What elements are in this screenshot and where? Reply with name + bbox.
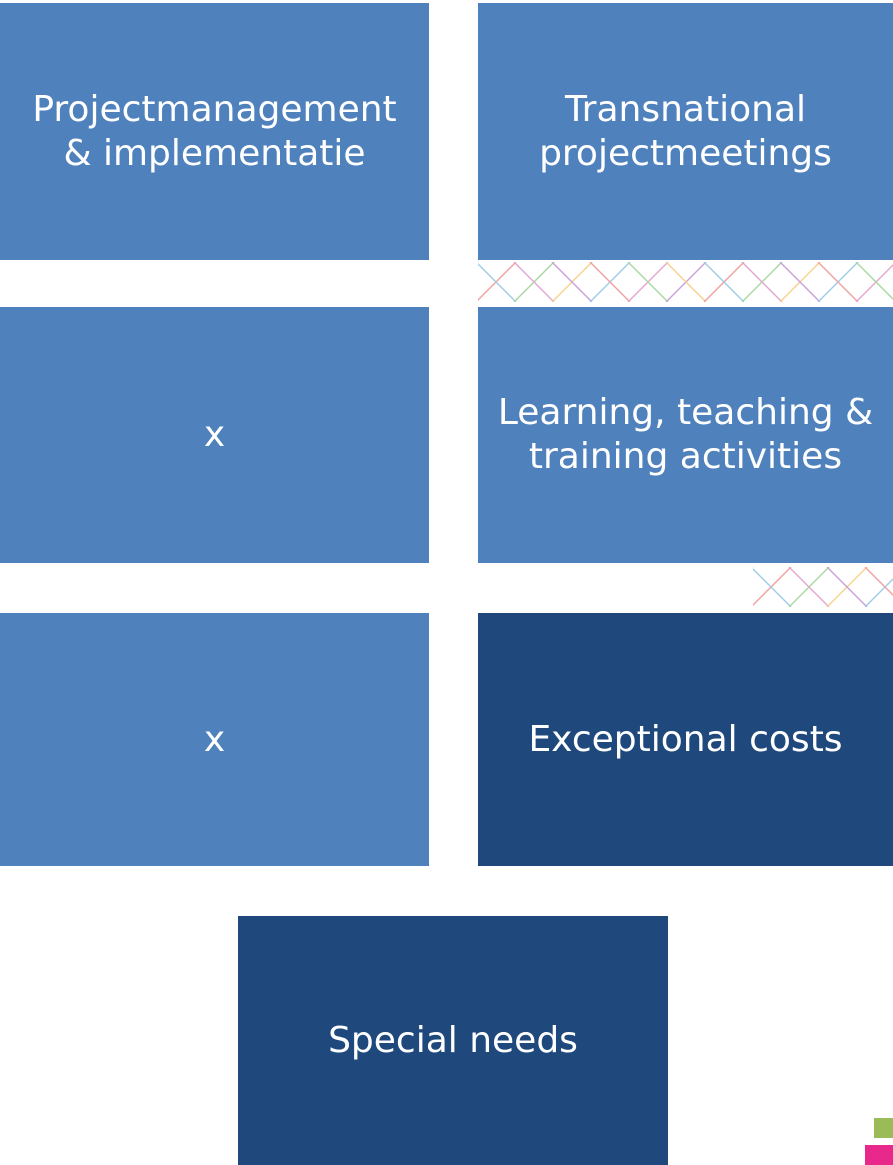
placeholder-tile-2: x xyxy=(0,613,429,866)
lattice-line xyxy=(864,578,893,607)
lattice-line xyxy=(817,262,859,302)
lattice-line xyxy=(741,262,783,302)
transnational-projectmeetings-tile: Transnational projectmeetings xyxy=(478,3,893,260)
lattice-line xyxy=(826,567,868,607)
decorative-zigzag-pattern xyxy=(478,262,893,302)
lattice-line xyxy=(478,263,517,302)
lattice-line xyxy=(703,262,745,302)
pink-accent-square xyxy=(865,1145,893,1165)
lattice-line xyxy=(864,567,893,596)
lattice-line xyxy=(855,262,893,300)
lattice-line xyxy=(513,262,555,302)
lattice-line xyxy=(788,567,830,607)
lattice-line xyxy=(665,262,707,302)
lattice-line xyxy=(551,262,593,302)
learning-teaching-training-tile: Learning, teaching & training activities xyxy=(478,307,893,563)
lattice-line xyxy=(589,262,631,302)
exceptional-costs-tile: Exceptional costs xyxy=(478,613,893,866)
lattice-line xyxy=(779,262,821,302)
decorative-zigzag-pattern-small xyxy=(753,567,893,607)
green-accent-square xyxy=(874,1118,893,1138)
projectmanagement-tile: Projectmanagement & implementatie xyxy=(0,3,429,260)
lattice-line xyxy=(753,568,792,607)
special-needs-tile: Special needs xyxy=(238,916,668,1165)
lattice-line xyxy=(627,262,669,302)
placeholder-tile-1: x xyxy=(0,307,429,563)
